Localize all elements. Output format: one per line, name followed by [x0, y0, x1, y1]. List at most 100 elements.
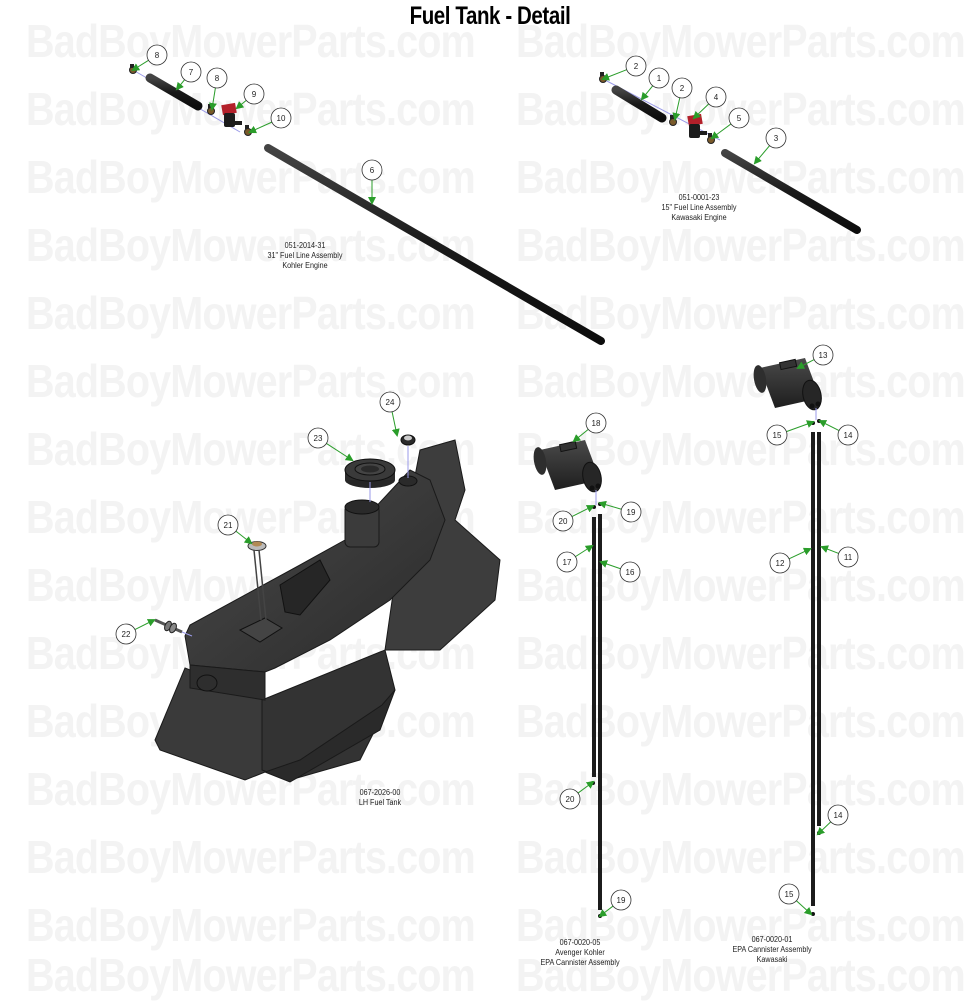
leader-arrow-icon: [820, 545, 839, 554]
callout-balloon: 11: [820, 545, 859, 568]
leader-arrow-icon: [598, 500, 622, 510]
callout-balloon: 6: [361, 159, 383, 205]
callout-number: 15: [785, 890, 794, 899]
callout-balloon: 13: [796, 344, 834, 369]
leader-arrow-icon: [710, 123, 732, 140]
callout-number: 20: [559, 517, 568, 526]
part-description: 31" Fuel Line Assembly: [267, 251, 343, 260]
clamp-icon: [207, 104, 215, 115]
callout-balloon: 18: [572, 412, 607, 443]
part-number: 067-0020-01: [751, 935, 793, 944]
callout-number: 8: [155, 51, 160, 60]
watermark-text: BadBoyMowerParts.com: [26, 151, 476, 203]
exploded-view-drawing: 8789106212453131514182019171612112423212…: [115, 44, 861, 918]
leader-arrow-icon: [248, 121, 273, 134]
leader-arrow-icon: [235, 530, 253, 545]
callout-balloon: 15: [778, 883, 813, 916]
leader-arrow-icon: [640, 85, 654, 101]
hose-icon: [611, 85, 667, 123]
callout-number: 18: [592, 419, 601, 428]
callout-number: 12: [776, 559, 785, 568]
leader-arrow-icon: [672, 97, 681, 121]
leader-arrow-icon: [753, 145, 770, 165]
evap-canister-icon: [753, 358, 822, 411]
leader-arrow-icon: [134, 619, 156, 630]
callout-number: 22: [122, 630, 131, 639]
callout-number: 15: [773, 431, 782, 440]
callout-number: 19: [627, 508, 636, 517]
watermark-text: BadBoyMowerParts.com: [516, 287, 966, 339]
vent-fitting-icon: [400, 434, 416, 446]
callout-balloon: 14: [816, 804, 849, 836]
watermark-text: BadBoyMowerParts.com: [516, 627, 966, 679]
part-description: EPA Cannister Assembly: [732, 945, 812, 954]
leader-arrow-icon: [577, 780, 595, 794]
leader-arrow-icon: [601, 69, 627, 81]
watermark-text: BadBoyMowerParts.com: [516, 559, 966, 611]
leader-arrow-icon: [788, 547, 812, 560]
part-application: Kawasaki: [756, 955, 788, 964]
leader-arrow-icon: [786, 420, 815, 433]
callout-balloon: 20: [559, 780, 595, 810]
callout-balloon: 23: [307, 427, 354, 462]
hose-icon: [721, 149, 861, 234]
hose-clamp-icon: [592, 505, 596, 509]
part-description: LH Fuel Tank: [358, 798, 402, 807]
callout-number: 14: [834, 811, 843, 820]
part-number: 051-2014-31: [284, 241, 326, 250]
part-application: EPA Cannister Assembly: [540, 958, 620, 967]
leader-arrow-icon: [598, 905, 614, 918]
clamp-icon: [707, 133, 715, 144]
caption-lh-fuel-tank: 067-2026-00 LH Fuel Tank: [335, 788, 425, 808]
watermark-text: BadBoyMowerParts.com: [516, 355, 966, 407]
callout-balloon: 4: [692, 86, 727, 120]
leader-arrow-icon: [816, 821, 832, 836]
leader-arrow-icon: [796, 359, 815, 369]
callout-balloon: 9: [235, 83, 265, 110]
callout-balloon: 21: [217, 514, 253, 545]
callout-balloon: 10: [248, 107, 292, 134]
hose-clamp-icon: [598, 502, 602, 506]
watermark-text: BadBoyMowerParts.com: [516, 899, 966, 951]
callout-balloon: 24: [379, 391, 401, 437]
clamp-icon: [599, 72, 607, 83]
callout-balloon: 16: [599, 560, 641, 583]
leader-arrow-icon: [692, 103, 710, 120]
kawasaki-canister-assembly: [753, 358, 822, 916]
callout-number: 23: [314, 434, 323, 443]
fuel-gauge-sender-icon: [247, 541, 267, 621]
callout-balloon: 1: [640, 67, 670, 101]
callout-number: 13: [819, 351, 828, 360]
callout-balloon: 17: [556, 544, 594, 573]
leader-arrow-icon: [599, 560, 621, 570]
watermark-text: BadBoyMowerParts.com: [516, 15, 966, 67]
caption-kohler-fuel-line: 051-2014-31 31" Fuel Line Assembly Kohle…: [256, 241, 355, 271]
callout-number: 5: [737, 114, 742, 123]
callout-number: 7: [189, 68, 194, 77]
watermark-text: BadBoyMowerParts.com: [516, 219, 966, 271]
lh-fuel-tank-drawing: [154, 434, 501, 783]
callout-number: 19: [617, 896, 626, 905]
leader-arrow-icon: [572, 428, 589, 443]
callout-number: 10: [277, 114, 286, 123]
callout-balloon: 7: [175, 61, 202, 91]
clamp-icon: [244, 125, 252, 136]
tank-recess: [279, 559, 331, 616]
fuel-cap-icon: [344, 458, 396, 488]
callout-balloon: 5: [710, 107, 750, 140]
callout-number: 2: [680, 84, 685, 93]
leader-arrow-icon: [131, 59, 149, 72]
part-description: 15" Fuel Line Assembly: [661, 203, 737, 212]
diagram-title: Fuel Tank - Detail: [409, 2, 571, 30]
hose-icon: [145, 73, 203, 111]
callout-balloon: 12: [769, 547, 812, 574]
callout-number: 2: [634, 62, 639, 71]
callout-number: 21: [224, 521, 233, 530]
watermark-text: BadBoyMowerParts.com: [26, 287, 476, 339]
watermark-text: BadBoyMowerParts.com: [516, 491, 966, 543]
part-application: Kawasaki Engine: [671, 213, 727, 222]
leader-arrow-icon: [175, 79, 186, 91]
part-number: 051-0001-23: [678, 193, 720, 202]
watermark-text: BadBoyMowerParts.com: [516, 831, 966, 883]
